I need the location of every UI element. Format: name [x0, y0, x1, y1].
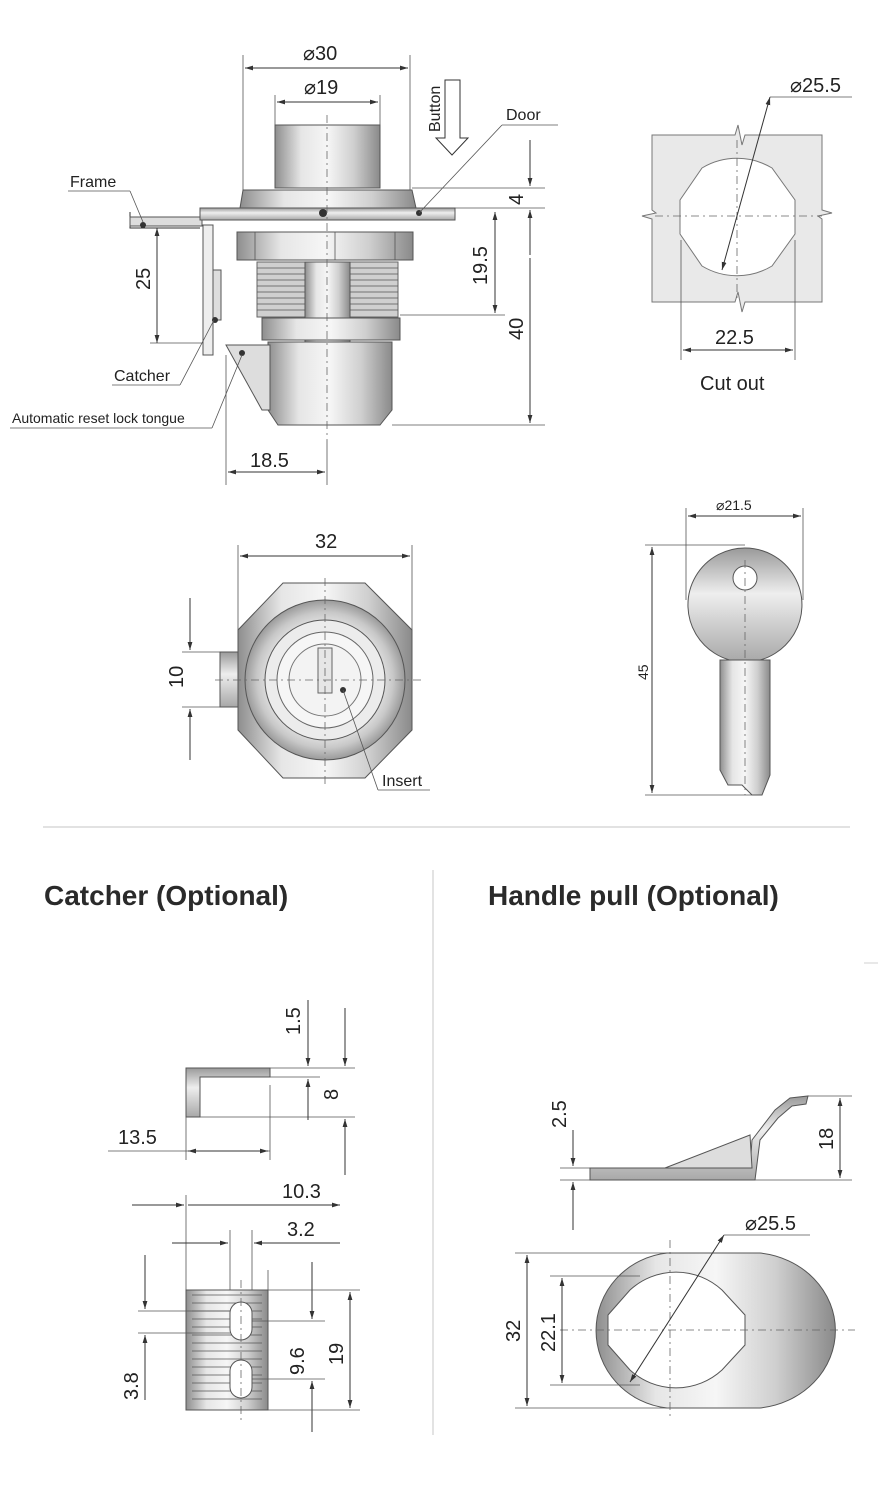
lock-body [267, 341, 393, 426]
cutout-caption: Cut out [700, 373, 765, 395]
dim-10: 10 [166, 666, 188, 688]
catcher-drawing: 1.5 8 13.5 10.3 3.2 3.8 9.6 [108, 1000, 360, 1432]
dim-3-8: 3.8 [121, 1372, 143, 1400]
dim-22-1: 22.1 [538, 1313, 560, 1352]
dim-8: 8 [321, 1089, 343, 1100]
button-cap [274, 124, 381, 189]
label-insert: Insert [382, 773, 423, 790]
catcher-side [185, 1067, 271, 1118]
tongue-front [219, 651, 239, 708]
button-arrow-icon [434, 79, 470, 156]
side-view: ⌀30 ⌀19 Button Door 4 19.5 40 25 Fr [10, 43, 558, 485]
dim-handle-32: 32 [503, 1320, 525, 1342]
hex-nut [236, 231, 414, 261]
dim-19: 19 [326, 1343, 348, 1365]
handle-title: Handle pull (Optional) [488, 880, 779, 911]
cutout-view: ⌀25.5 22.5 Cut out [641, 75, 852, 395]
label-door: Door [506, 107, 541, 124]
dim-18: 18 [816, 1128, 838, 1150]
front-view: 32 10 Insert [166, 531, 430, 791]
dim-d30: ⌀30 [303, 43, 337, 65]
dim-10-3: 10.3 [282, 1181, 321, 1203]
key-view: ⌀21.5 45 [635, 497, 804, 796]
dim-handle-d25-5: ⌀25.5 [745, 1213, 796, 1235]
dim-2-5: 2.5 [549, 1100, 571, 1128]
dim-32: 32 [315, 531, 337, 553]
catcher-plate [185, 1289, 269, 1411]
lock-tongue [225, 344, 271, 411]
label-tongue: Automatic reset lock tongue [12, 410, 185, 426]
dim-22-5: 22.5 [715, 327, 754, 349]
dim-13-5: 13.5 [118, 1127, 157, 1149]
dim-4: 4 [506, 194, 528, 205]
catcher-part [202, 224, 214, 356]
handle-drawing: 2.5 18 ⌀25.5 32 22.1 [503, 1095, 855, 1420]
label-button: Button [427, 86, 444, 132]
label-catcher: Catcher [114, 368, 171, 385]
dim-3-2: 3.2 [287, 1219, 315, 1241]
dim-40: 40 [506, 318, 528, 340]
dim-45: 45 [635, 664, 651, 680]
dim-d19: ⌀19 [304, 77, 338, 99]
dim-9-6: 9.6 [287, 1347, 309, 1375]
dim-1-5: 1.5 [283, 1007, 305, 1035]
dim-key-d21-5: ⌀21.5 [716, 497, 752, 513]
label-frame: Frame [70, 174, 116, 191]
dim-18-5: 18.5 [250, 450, 289, 472]
dim-19-5: 19.5 [470, 246, 492, 285]
catcher-title: Catcher (Optional) [44, 880, 288, 911]
dim-cutout-d25-5: ⌀25.5 [790, 75, 841, 97]
dim-25: 25 [133, 268, 155, 290]
